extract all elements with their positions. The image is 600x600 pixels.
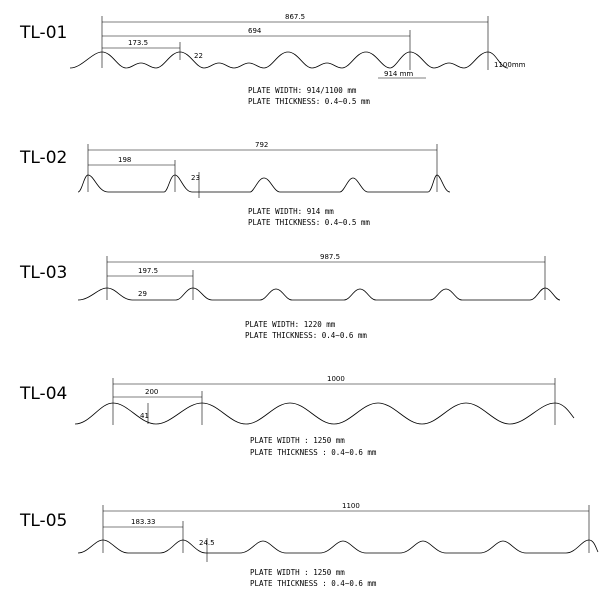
plate-width: PLATE WIDTH: 914 mm	[248, 207, 334, 216]
dim-pitch: 200	[145, 388, 158, 396]
dim-cover: 694	[248, 27, 262, 35]
dim-height: 29	[138, 290, 147, 298]
dim-overall: 1000	[327, 375, 345, 383]
dim-height: 23	[191, 174, 200, 182]
dim-pitch: 197.5	[138, 267, 158, 275]
profile-label: TL-04	[19, 384, 67, 404]
profile-curve	[77, 174, 451, 193]
profile-label: TL-01	[19, 23, 67, 43]
plate-thickness: PLATE THICKNESS : 0.4~0.6 mm	[250, 448, 377, 457]
dim-overall: 867.5	[285, 13, 305, 21]
dim-pitch: 198	[118, 156, 131, 164]
profile-label: TL-03	[19, 263, 67, 283]
dim-overall: 792	[255, 141, 268, 149]
profile-curve	[69, 51, 509, 69]
dim-pitch: 183.33	[131, 518, 156, 526]
dim-overall: 987.5	[320, 253, 340, 261]
dim-pitch: 173.5	[128, 39, 148, 47]
profile-tl-03: TL-03 987.5 197.5 29 PLATE WIDTH: 1220 m…	[19, 253, 561, 340]
plate-thickness: PLATE THICKNESS: 0.4~0.5 mm	[248, 97, 370, 106]
profile-label: TL-05	[19, 511, 67, 531]
plate-thickness: PLATE THICKNESS: 0.4~0.5 mm	[248, 218, 370, 227]
plate-width: PLATE WIDTH : 1250 mm	[250, 436, 345, 445]
dim-overall: 1100	[342, 502, 360, 510]
profile-curve	[77, 287, 561, 301]
profile-curve	[77, 539, 599, 554]
dim-height: 22	[194, 52, 203, 60]
dim-height: 24.5	[199, 539, 215, 547]
plate-thickness: PLATE THICKNESS: 0.4~0.6 mm	[245, 331, 367, 340]
plate-thickness: PLATE THICKNESS : 0.4~0.6 mm	[250, 579, 377, 588]
profile-tl-05: TL-05 1100 183.33 24.5 PLATE WIDTH : 125…	[19, 502, 599, 588]
profile-curve	[74, 402, 575, 425]
plate-width: PLATE WIDTH: 1220 mm	[245, 320, 336, 329]
profile-tl-02: TL-02 792 198 23 PLATE WIDTH: 914 mm PLA…	[19, 141, 451, 227]
edge-label: 1100mm	[494, 61, 526, 69]
profile-label: TL-02	[19, 148, 67, 168]
dim-height: 41	[140, 412, 149, 420]
profile-tl-01: TL-01 867.5 694 173.5 22 914 mm 1100mm P…	[19, 13, 526, 106]
plate-width: PLATE WIDTH : 1250 mm	[250, 568, 345, 577]
plate-width: PLATE WIDTH: 914/1100 mm	[248, 86, 357, 95]
profile-tl-04: TL-04 1000 200 41 PLATE WIDTH : 1250 mm …	[19, 375, 575, 457]
dim-width: 914 mm	[384, 70, 413, 78]
